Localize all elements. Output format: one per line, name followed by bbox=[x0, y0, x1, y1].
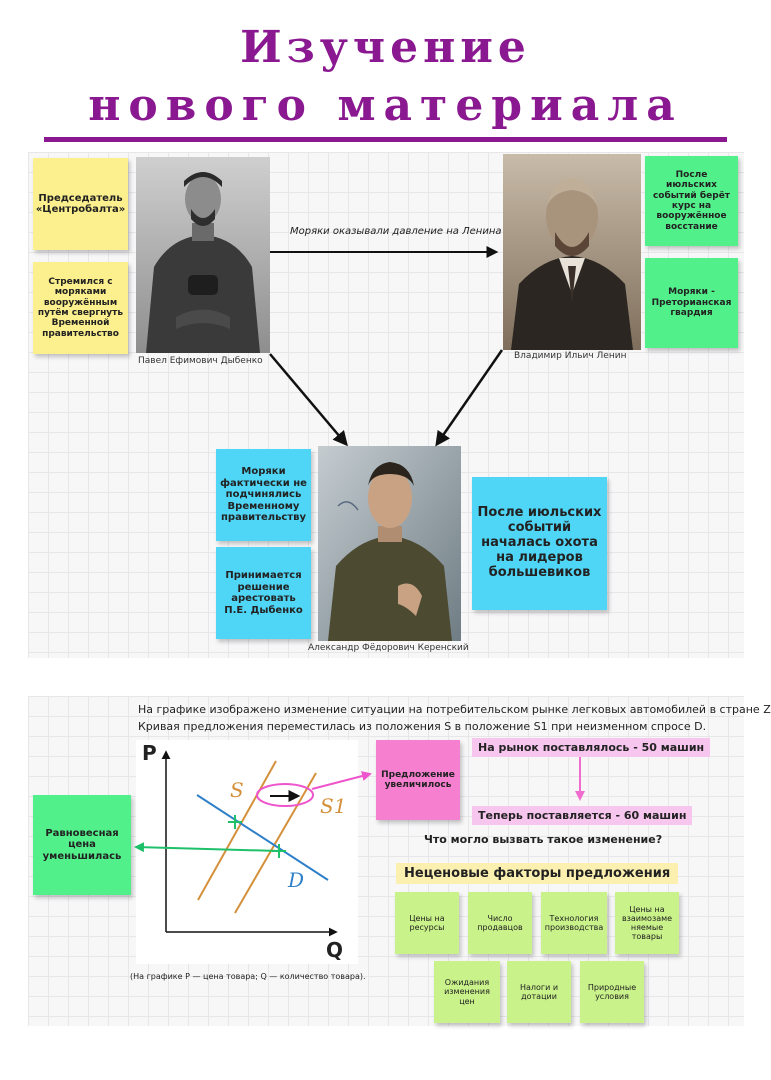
page-title-line1: Изучение bbox=[240, 22, 531, 73]
factor-price-expectations: Ожидания изменения цен bbox=[434, 961, 500, 1023]
intro-line1: На графике изображено изменение ситуации… bbox=[138, 703, 771, 716]
label-s1: S1 bbox=[320, 794, 347, 818]
kerensky-photo bbox=[318, 446, 461, 641]
note-praetorian-guard: Моряки - Преторианская гвардия bbox=[645, 258, 738, 348]
title-divider bbox=[44, 137, 727, 142]
factor-natural-conditions: Природные условия bbox=[580, 961, 644, 1023]
highlight-after: Теперь поставляется - 60 машин bbox=[472, 806, 693, 825]
factor-technology: Технология производства bbox=[541, 892, 607, 954]
axis-q-label: Q bbox=[326, 938, 344, 962]
note-supply-increased: Предложение увеличилось bbox=[376, 740, 460, 820]
kerensky-portrait-image bbox=[318, 446, 461, 641]
intro-line2: Кривая предложения переместилась из поло… bbox=[138, 720, 707, 733]
note-overthrow-goal: Стремился с моряками вооружённым путём с… bbox=[33, 262, 128, 354]
axis-p-label: P bbox=[142, 741, 157, 765]
note-sailors-disobey: Моряки фактически не подчинялись Временн… bbox=[216, 449, 311, 541]
factors-title: Неценовые факторы предложения bbox=[396, 863, 679, 884]
note-price-decreased: Равновесная цена уменьшилась bbox=[33, 795, 131, 895]
lenin-portrait-image bbox=[503, 154, 641, 350]
label-d: D bbox=[288, 868, 305, 892]
dybenko-portrait-image bbox=[136, 157, 270, 353]
caption-kerensky: Александр Фёдорович Керенский bbox=[308, 643, 469, 653]
lenin-photo bbox=[503, 154, 641, 350]
factor-taxes-subsidies: Налоги и дотации bbox=[507, 961, 571, 1023]
supply-demand-chart bbox=[136, 740, 358, 964]
factor-substitute-prices: Цены на взаимозаме няемые товары bbox=[615, 892, 679, 954]
caption-lenin: Владимир Ильич Ленин bbox=[514, 351, 627, 361]
highlight-before: На рынок поставлялось - 50 машин bbox=[472, 738, 711, 757]
note-chairman: Председатель «Центробалта» bbox=[33, 158, 128, 250]
note-armed-uprising: После июльских событий берёт курс на воо… bbox=[645, 156, 738, 246]
note-hunt-bolsheviks: После июльских событий началась охота на… bbox=[472, 477, 607, 610]
caption-dybenko: Павел Ефимович Дыбенко bbox=[138, 356, 263, 366]
factor-resource-prices: Цены на ресурсы bbox=[395, 892, 459, 954]
dybenko-photo bbox=[136, 157, 270, 353]
factor-sellers-count: Число продавцов bbox=[468, 892, 532, 954]
label-s: S bbox=[230, 778, 244, 802]
chart-note: (На графике P — цена товара; Q — количес… bbox=[130, 972, 366, 981]
question-text: Что могло вызвать такое изменение? bbox=[424, 833, 663, 846]
note-arrest-decision: Принимается решение арестовать П.Е. Дыбе… bbox=[216, 547, 311, 639]
pressure-arrow-label: Моряки оказывали давление на Ленина bbox=[290, 226, 502, 237]
page-title-line2: нового материала bbox=[88, 80, 683, 131]
